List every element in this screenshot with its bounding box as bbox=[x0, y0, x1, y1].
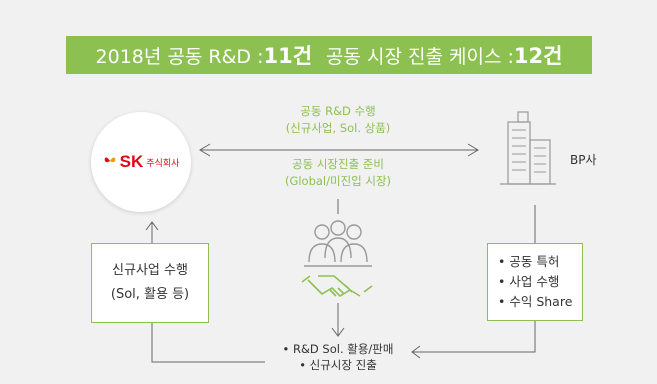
arrow-head-left-bottom bbox=[411, 345, 421, 359]
new-business-box: 신규사업 수행 (Sol, 활용 등) bbox=[91, 243, 209, 323]
market-label-title: 공동 시장진출 준비 bbox=[292, 157, 384, 171]
rnd-label: 공동 R&D 수행 (신규사업, Sol. 상품) bbox=[258, 103, 418, 137]
banner-rnd-count: 11건 bbox=[263, 44, 313, 68]
new-business-title: 신규사업 수행 bbox=[112, 263, 188, 278]
banner-rnd-label: 2018년 공동 R&D : bbox=[95, 45, 264, 68]
outcome-line: • 신규시장 진출 bbox=[299, 358, 377, 372]
sk-butterfly-icon bbox=[103, 153, 117, 172]
arrow-head-left bbox=[199, 143, 211, 157]
benefit-item: • 사업 수행 bbox=[498, 274, 560, 289]
sk-logo-circle: SK 주식회사 bbox=[91, 112, 191, 212]
benefit-item: • 수익 Share bbox=[498, 294, 573, 309]
arrow-head-right bbox=[467, 143, 479, 157]
bottom-to-left-line bbox=[151, 321, 265, 363]
rnd-label-title: 공동 R&D 수행 bbox=[300, 104, 376, 118]
summary-banner: 2018년 공동 R&D : 11건 공동 시장 진출 케이스 : 12건 bbox=[66, 36, 592, 74]
arrow-head-down bbox=[331, 327, 345, 337]
right-to-bottom-line bbox=[412, 321, 536, 353]
sk-logo-text: SK bbox=[119, 152, 144, 171]
handshake-icon bbox=[301, 275, 373, 298]
bp-label: BP사 bbox=[570, 153, 597, 167]
banner-market-count: 12건 bbox=[513, 44, 563, 68]
outcome-label: • R&D Sol. 활용/판매 • 신규시장 진출 bbox=[268, 341, 408, 373]
building-icon bbox=[500, 111, 556, 185]
banner-market-label: 공동 시장 진출 케이스 : bbox=[326, 45, 514, 68]
arrow-head-up bbox=[145, 221, 159, 231]
outcome-line: • R&D Sol. 활용/판매 bbox=[282, 342, 394, 356]
market-label: 공동 시장진출 준비 (Global/미진입 시장) bbox=[258, 156, 418, 190]
new-business-detail: (Sol, 활용 등) bbox=[110, 287, 190, 302]
sk-company-label: 주식회사 bbox=[146, 158, 180, 169]
bp-benefits-box: • 공동 특허 • 사업 수행 • 수익 Share bbox=[487, 243, 583, 321]
people-group-icon bbox=[304, 220, 372, 267]
benefit-item: • 공동 특허 bbox=[498, 254, 560, 269]
market-label-detail: (Global/미진입 시장) bbox=[284, 174, 392, 188]
rnd-label-detail: (신규사업, Sol. 상품) bbox=[285, 121, 391, 135]
